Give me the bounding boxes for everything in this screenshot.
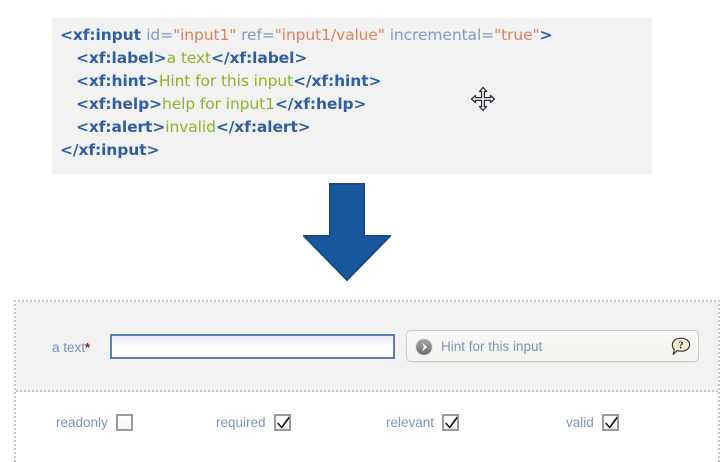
code-token-tag: </xf:alert> [215,118,311,136]
property-label: relevant [386,415,435,430]
help-bubble-icon[interactable]: ? [671,337,691,356]
code-token-tag: </xf:label> [211,49,308,67]
xforms-code-snippet: <xf:input id="input1" ref="input1/value"… [52,18,652,174]
code-token-attr: id= [146,26,174,44]
input-control-row: a text* Hint for this input [16,302,718,392]
property-label: required [216,415,266,430]
input-label-text: a text [52,340,86,355]
code-line: </xf:input> [52,139,652,162]
mip-properties-row: readonly required relevant valid [16,392,718,462]
code-line: <xf:hint>Hint for this input</xf:hint> [52,70,652,93]
code-token-text: Hint for this input [158,72,294,90]
code-token-val: "true" [494,26,540,44]
property-relevant[interactable]: relevant [386,414,460,431]
code-token-tag: <xf:input [60,26,147,44]
checkbox-required[interactable] [273,414,291,431]
required-asterisk: * [85,340,91,355]
property-label: readonly [56,415,108,430]
xforms-rendered-control-panel: a text* Hint for this input [14,300,720,462]
code-token-text: a text [166,49,212,67]
checkbox-valid[interactable] [601,414,619,431]
code-token-attr: ref= [236,26,275,44]
code-line: <xf:label>a text</xf:label> [52,47,652,70]
code-token-text: invalid [165,118,216,136]
checkmark-icon [604,416,618,429]
code-token-attr: incremental= [384,26,495,44]
code-line: <xf:alert>invalid</xf:alert> [52,116,652,139]
code-token-tag: <xf:alert> [76,118,166,136]
code-line: <xf:input id="input1" ref="input1/value"… [52,24,652,47]
hint-box[interactable]: Hint for this input ? [406,330,699,362]
checkmark-icon [276,416,290,429]
checkbox-readonly[interactable] [115,414,133,431]
code-token-tag: </xf:input> [60,141,160,159]
hint-text: Hint for this input [441,339,543,354]
svg-text:?: ? [678,340,683,351]
checkbox-relevant[interactable] [442,414,460,431]
checkmark-icon [445,416,458,429]
code-token-text: help for input1 [161,95,275,113]
move-cursor-icon [470,86,496,112]
flow-arrow-down-icon [301,183,393,282]
code-token-val: "input1" [173,26,237,44]
code-token-tag: <xf:label> [76,49,167,67]
input-label: a text* [52,340,90,355]
property-valid[interactable]: valid [566,414,619,431]
hint-arrow-icon[interactable] [415,338,433,356]
property-required[interactable]: required [216,414,291,431]
code-token-tag: </xf:hint> [293,72,382,90]
code-token-tag: <xf:help> [76,95,162,113]
property-label: valid [566,415,594,430]
code-token-tag: </xf:help> [274,95,367,113]
a-text-input[interactable] [110,334,395,359]
code-token-tag: > [539,26,553,44]
code-line: <xf:help>help for input1</xf:help> [52,93,652,116]
property-readonly[interactable]: readonly [56,414,133,431]
code-token-tag: <xf:hint> [76,72,159,90]
code-lines: <xf:input id="input1" ref="input1/value"… [52,24,652,162]
code-token-val: "input1/value" [274,26,385,44]
